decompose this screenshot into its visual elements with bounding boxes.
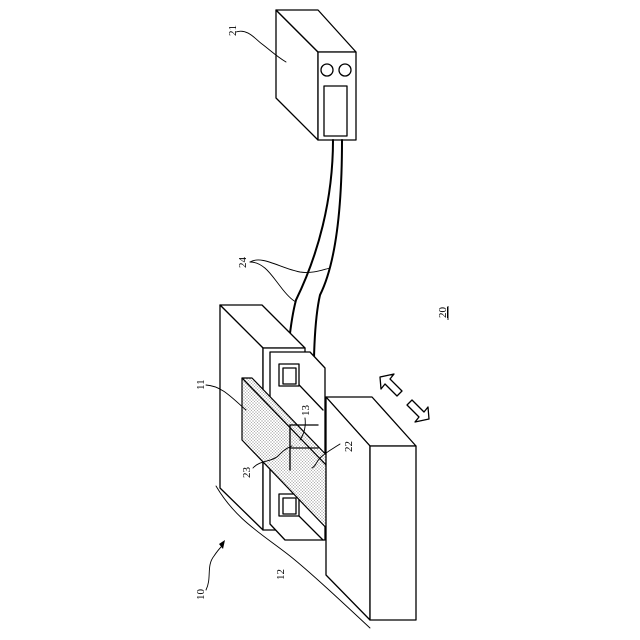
- slider-front-face: [370, 446, 416, 620]
- label-sample: 23: [241, 467, 253, 479]
- leader-24b: [250, 262, 296, 302]
- label-device: 10: [195, 589, 207, 601]
- label-slider: 12: [275, 569, 287, 580]
- slider-block: [326, 397, 416, 620]
- label-controller: 21: [227, 25, 239, 36]
- arrow-down-right-icon: [407, 400, 429, 422]
- label-stage: 11: [195, 379, 207, 390]
- label-slot: 13: [300, 405, 312, 417]
- leader-10: [206, 546, 222, 590]
- controller-box: [276, 10, 356, 140]
- label-cables: 24: [237, 257, 249, 269]
- label-probe: 22: [343, 441, 355, 452]
- arrow-up-left-icon: [380, 374, 402, 396]
- label-system: 20: [437, 307, 449, 319]
